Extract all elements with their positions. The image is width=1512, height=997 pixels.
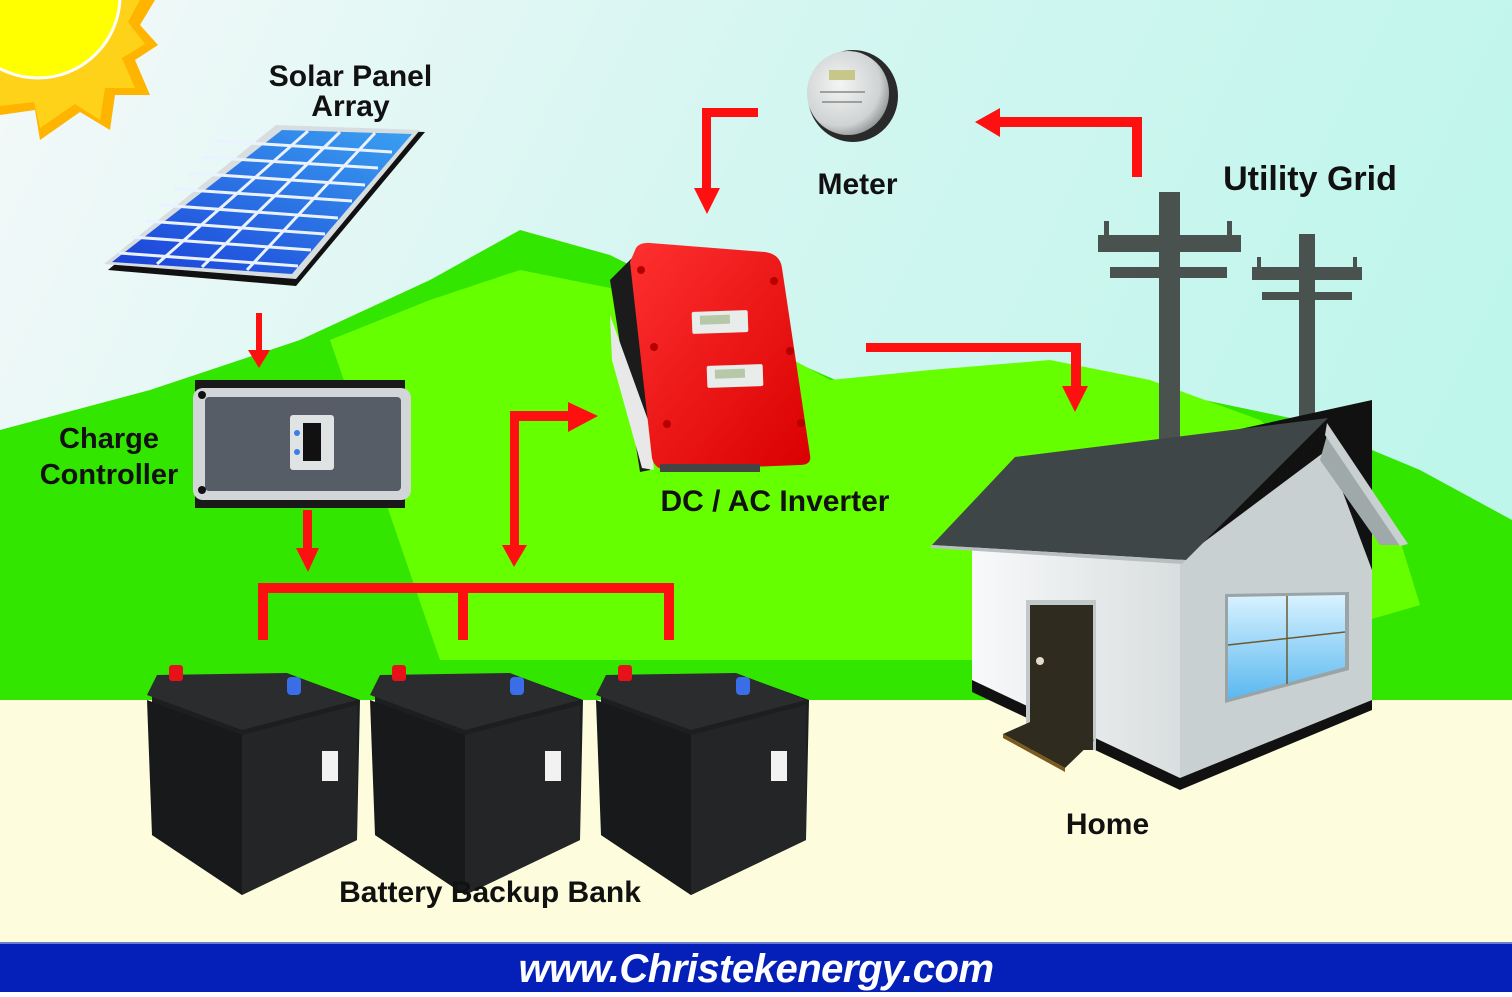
battery — [370, 665, 583, 895]
footer-banner: www.Christekenergy.com — [0, 942, 1512, 994]
bus-drop-1 — [258, 583, 268, 640]
website-link[interactable]: www.Christekenergy.com — [518, 947, 994, 991]
charge-controller-label-line1: Charge — [59, 423, 159, 455]
arrow-meter-to-inverter-head — [694, 188, 720, 214]
bus-drop-3 — [664, 583, 674, 640]
arrow-bus-inverter-right-head — [568, 402, 598, 432]
house-icon — [930, 400, 1408, 790]
arrow-inverter-to-home-head — [1062, 386, 1088, 412]
flow-arrows — [248, 108, 1142, 640]
arrow-grid-to-meter-head — [975, 108, 1000, 137]
bus-drop-2 — [458, 583, 468, 640]
solar-panel-label: Solar Panel Array — [248, 60, 453, 123]
utility-grid-label: Utility Grid — [1223, 160, 1397, 198]
arrow-inverter-to-home-v — [1071, 343, 1081, 388]
battery — [596, 665, 809, 895]
bottom-strip — [0, 992, 1512, 997]
inverter-label: DC / AC Inverter — [660, 485, 890, 518]
battery-icon — [147, 665, 809, 895]
utility-pole-icon — [1098, 192, 1362, 454]
arrow-grid-to-meter-v — [1132, 117, 1142, 177]
arrow-bus-inverter-horizontal — [510, 411, 570, 421]
arrow-controller-to-bus — [303, 510, 312, 550]
inverter-icon — [610, 242, 811, 472]
charge-controller-icon — [193, 380, 411, 508]
charge-controller-label: Charge Controller — [24, 423, 194, 492]
arrow-meter-to-inverter-h — [702, 108, 758, 117]
arrow-bus-inverter-vertical — [510, 411, 519, 551]
meter-label: Meter — [817, 168, 898, 201]
arrow-bus-inverter-down-head — [502, 545, 527, 567]
arrow-meter-to-inverter-v — [702, 108, 711, 193]
battery-bank-label: Battery Backup Bank — [339, 876, 641, 909]
arrow-controller-to-bus-head — [296, 548, 319, 572]
battery — [147, 665, 360, 895]
solar-panel-label-line1: Solar Panel — [268, 60, 433, 93]
solar-panel-icon — [104, 125, 425, 286]
solar-panel-label-line2: Array — [311, 89, 390, 123]
arrow-grid-to-meter-h — [1000, 117, 1142, 127]
meter-icon — [807, 50, 898, 142]
home-label: Home — [1065, 808, 1150, 841]
arrow-panel-to-controller — [256, 313, 262, 353]
arrow-inverter-to-home-h — [866, 343, 1081, 352]
charge-controller-label-line2: Controller — [39, 459, 179, 492]
sun-icon — [0, 0, 158, 140]
arrow-panel-to-controller-head — [248, 350, 270, 368]
